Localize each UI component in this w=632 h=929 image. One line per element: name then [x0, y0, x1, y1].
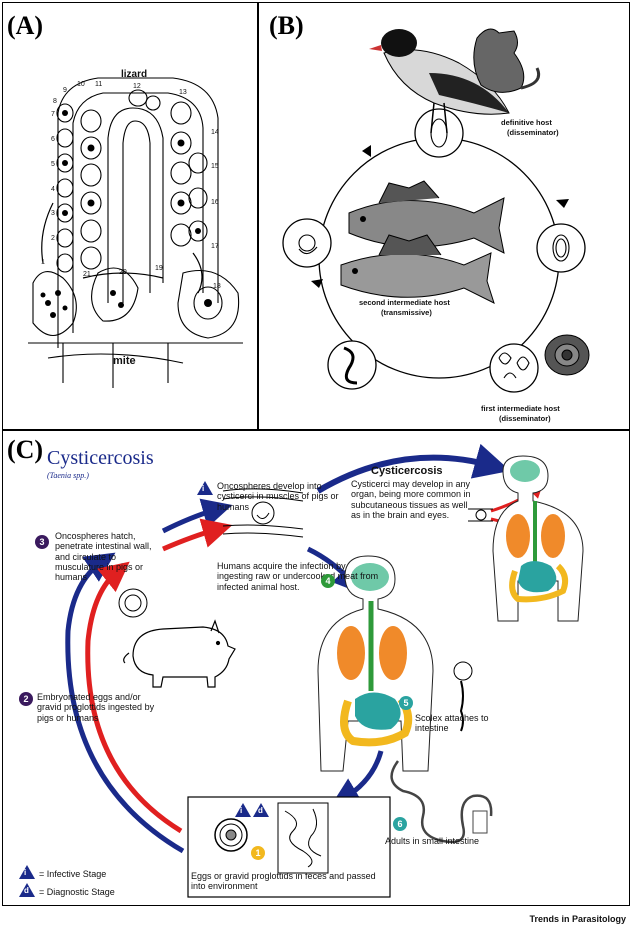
second-host-role: (transmissive) [381, 308, 432, 317]
step3-badge: 3 [35, 535, 49, 549]
panel-b-label: (B) [269, 11, 304, 40]
legend-infective-icon: i [19, 865, 35, 879]
first-host-role: (disseminator) [499, 414, 551, 423]
stage-number-8: 8 [53, 98, 57, 105]
stage-number-1: 1 [41, 259, 45, 266]
step6-badge: 6 [393, 817, 407, 831]
step1b-badge: 1 [251, 846, 265, 860]
stage-number-5: 5 [51, 161, 55, 168]
panel-c: (C) Cysticercosis (Taenia spp.) [2, 430, 630, 906]
stage-number-11: 11 [95, 81, 103, 88]
step3-text: Oncospheres hatch, penetrate intestinal … [55, 531, 152, 583]
stage-number-14: 14 [211, 129, 219, 136]
stage-number-2: 2 [51, 235, 55, 242]
cysticercosis-cycle-drawing [65, 443, 584, 898]
legend-infective-text: = Infective Stage [39, 869, 107, 879]
cysticercosis-heading: Cysticercosis [371, 465, 443, 477]
stage-number-13: 13 [179, 89, 187, 96]
cycle-subtitle: (Taenia spp.) [47, 471, 89, 480]
cysticercosis-text: Cysticerci may develop in any organ, bei… [351, 479, 471, 521]
fish-tapeworm-cycle-drawing [282, 28, 590, 393]
step5-text: Scolex attaches to intestine [415, 713, 489, 734]
box-text: Eggs or gravid proglottids in feces and … [191, 871, 376, 892]
step2-badge: 2 [19, 692, 33, 706]
stage-number-20: 20 [119, 269, 127, 276]
stage-number-4: 4 [51, 186, 55, 193]
stage-number-15: 15 [211, 163, 219, 170]
step1-infective-icon: i [197, 481, 213, 495]
step5-badge: 5 [399, 696, 413, 710]
lizard-mite-life-cycle-drawing [28, 77, 243, 388]
stage-number-7: 7 [51, 111, 55, 118]
step2-text: Embryonated eggs and/or gravid proglotti… [37, 692, 155, 723]
stage-number-17: 17 [211, 243, 219, 250]
panel-a-label: (A) [7, 11, 44, 40]
step6-text: Adults in small intestine [385, 836, 480, 846]
stage-number-19: 19 [155, 265, 163, 272]
stage-number-6: 6 [51, 136, 55, 143]
definitive-host-role: (disseminator) [507, 128, 559, 137]
first-host-label: first intermediate host [481, 404, 560, 413]
lizard-label: lizard [121, 69, 148, 80]
second-host-label: second intermediate host [359, 298, 450, 307]
box-diagnostic-icon: d [253, 803, 269, 817]
legend-diagnostic-text: = Diagnostic Stage [39, 887, 115, 897]
stage-number-18: 18 [213, 283, 221, 290]
panel-b: (B) [258, 2, 630, 430]
step4-text: Humans acquire the infection by ingestin… [217, 561, 379, 592]
journal-footer: Trends in Parasitology [529, 914, 626, 924]
stage-number-12: 12 [133, 83, 141, 90]
cycle-title: Cysticercosis [47, 447, 154, 469]
stage-number-21: 21 [83, 271, 91, 278]
stage-number-3: 3 [51, 210, 55, 217]
box-infective-icon: i [235, 803, 251, 817]
step1-text: Oncospheres develop into cysticerci in m… [217, 481, 339, 512]
panel-a: (A) [2, 2, 258, 430]
mite-label: mite [113, 355, 136, 367]
definitive-host-label: definitive host [501, 118, 552, 127]
stage-number-10: 10 [77, 81, 85, 88]
legend-diagnostic-icon: d [19, 883, 35, 897]
stage-number-16: 16 [211, 199, 219, 206]
panel-c-label: (C) [7, 435, 44, 464]
step4-badge: 4 [321, 574, 335, 588]
stage-number-9: 9 [63, 87, 67, 94]
